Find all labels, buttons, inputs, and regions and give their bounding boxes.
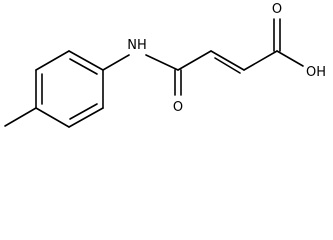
- alkene-acid-bond: [243, 50, 278, 71]
- acid-oxygen-label: O: [272, 2, 282, 17]
- ring-bond: [68, 107, 104, 128]
- chemical-structure-diagram: NH O O OH: [4, 2, 326, 128]
- acid-hydroxyl-bond: [276, 50, 304, 67]
- amide-nitrogen-label: NH: [127, 38, 147, 53]
- hydroxyl-label: OH: [306, 65, 326, 80]
- amide-oxygen-label: O: [173, 100, 183, 115]
- nitrogen-carbonyl-bond: [145, 54, 179, 71]
- alkene-double-bond: [210, 50, 245, 71]
- ring-bond: [68, 50, 104, 71]
- ring-inner-double-bond: [69, 103, 98, 120]
- carbonyl-alkene-bond: [177, 50, 212, 71]
- ring-bond: [35, 50, 70, 71]
- ring-bond: [35, 107, 70, 128]
- ring-nitrogen-bond: [102, 54, 130, 71]
- alkene-double-bond-inner: [214, 57, 241, 74]
- ring-inner-double-bond: [69, 58, 98, 75]
- methyl-bond: [4, 107, 37, 127]
- benzene-ring: [35, 50, 104, 128]
